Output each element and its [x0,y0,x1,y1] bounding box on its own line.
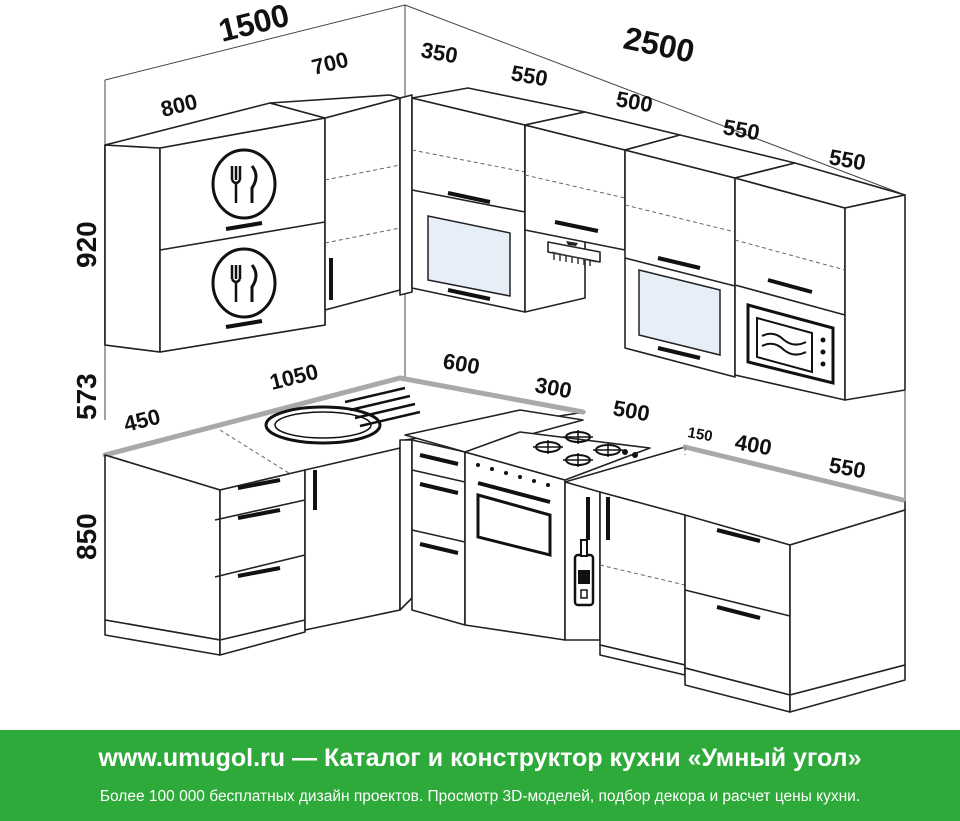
kitchen-drawing: 1500 800 700 2500 350 550 500 550 550 92… [71,0,906,713]
base-cabinet-left-door [304,439,413,631]
banner-subtitle: Более 100 000 бесплатных дизайн проектов… [99,788,861,805]
cutlery-plate-icon [211,148,277,220]
dim-right-550-a: 550 [509,60,550,91]
dim-base-600: 600 [441,348,482,379]
dim-height-upper: 920 [71,221,102,268]
footer-banner: www.umugol.ru — Каталог и конструктор ку… [0,730,960,821]
dim-height-base: 850 [71,513,102,560]
dim-right-550-c: 550 [827,144,868,175]
bottle-icon [573,539,595,607]
upper-cabinet-left-700 [269,94,413,311]
upper-cabinet-right-500-hood [524,111,681,266]
dim-right-550-b: 550 [721,114,762,145]
dim-base-150: 150 [686,424,714,445]
base-cabinet-right-door-400 [599,491,686,676]
range-hood-icon [547,241,601,266]
countertop-left [102,375,586,491]
sink-icon [264,386,421,445]
dim-upper-700: 700 [309,47,351,80]
dim-right-500-a: 500 [614,86,655,117]
base-cabinet-left-drawers [104,454,306,656]
dim-height-gap: 573 [71,373,102,420]
dim-base-1050: 1050 [267,359,321,395]
dim-base-450: 450 [121,404,163,437]
base-stove-500 [464,430,651,641]
dim-base-400: 400 [733,429,774,460]
dim-right-wall-total: 2500 [621,20,698,70]
dim-base-500: 500 [611,395,652,426]
dim-base-550: 550 [827,452,868,483]
dim-base-300: 300 [533,372,574,403]
base-cabinet-right-drawers-300 [404,409,584,626]
upper-cabinet-right-550-microwave [734,162,906,401]
cutlery-plate-icon [211,247,277,319]
gas-hob-icon [533,430,638,467]
dim-left-wall-total: 1500 [215,0,293,49]
banner-title-link[interactable]: www.umugol.ru — Каталог и конструктор ку… [98,744,862,772]
upper-cabinet-right-550-glass-2 [624,134,796,378]
dim-right-350: 350 [419,37,460,68]
base-cabinet-right-drawers-550 [684,509,906,713]
microwave-icon [746,303,835,385]
base-cabinet-right-bottle-150 [564,481,601,641]
upper-cabinet-left-800 [104,102,326,353]
dim-upper-800: 800 [158,89,200,122]
